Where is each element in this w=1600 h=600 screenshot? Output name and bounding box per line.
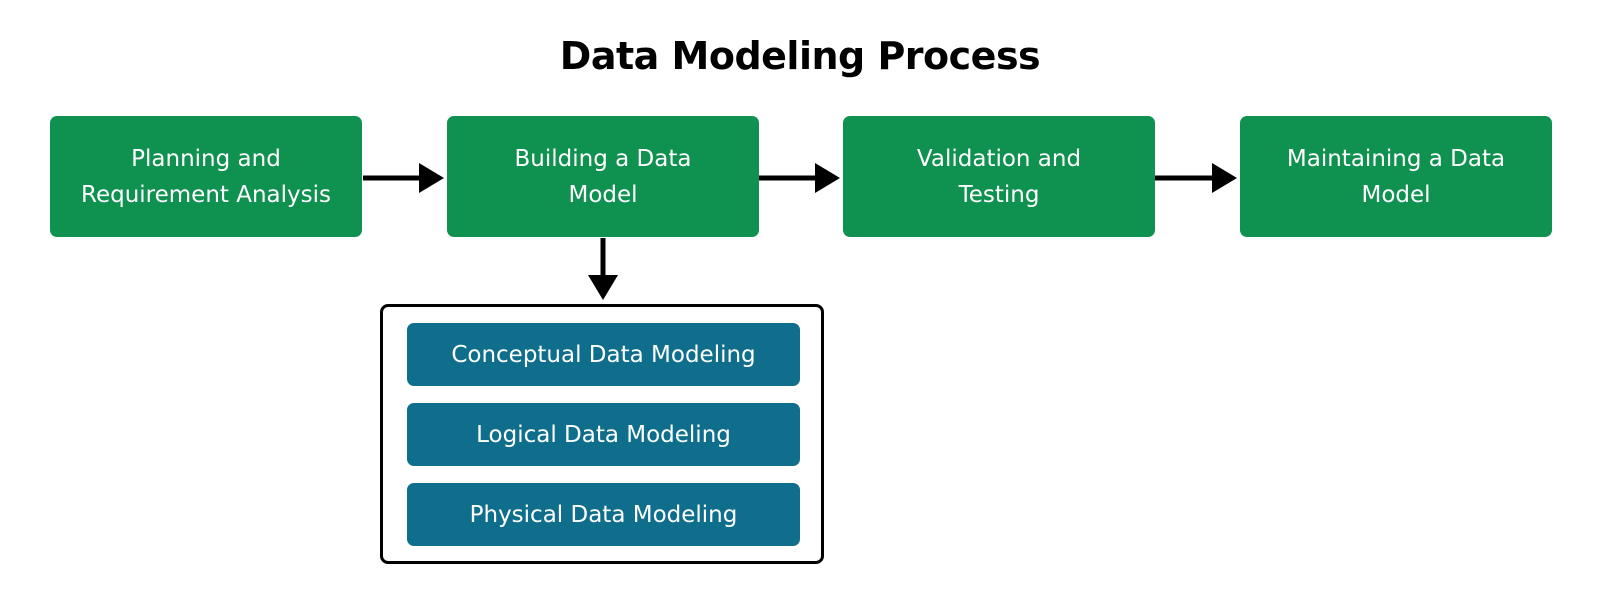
- step-label-line1: Maintaining a Data: [1286, 145, 1506, 172]
- step-label-line2: Requirement Analysis: [81, 181, 331, 208]
- step-label-line2: Testing: [958, 181, 1040, 208]
- sub-step-physical: Physical Data Modeling: [407, 483, 800, 546]
- sub-step-conceptual: Conceptual Data Modeling: [407, 323, 800, 386]
- sub-steps-container: Conceptual Data Modeling Logical Data Mo…: [380, 304, 824, 564]
- step-label-line1: Planning and: [131, 145, 281, 172]
- step-validation-testing: Validation and Testing: [843, 116, 1155, 237]
- sub-step-logical: Logical Data Modeling: [407, 403, 800, 466]
- step-label-line1: Building a Data: [514, 145, 692, 172]
- step-label-line2: Model: [568, 181, 638, 208]
- step-label-line1: Validation and: [916, 145, 1082, 172]
- step-planning-requirement-analysis: Planning and Requirement Analysis: [50, 116, 362, 237]
- step-maintaining-data-model: Maintaining a Data Model: [1240, 116, 1552, 237]
- step-label-line2: Model: [1361, 181, 1431, 208]
- diagram-title: Data Modeling Process: [559, 34, 1041, 78]
- step-building-data-model: Building a Data Model: [447, 116, 759, 237]
